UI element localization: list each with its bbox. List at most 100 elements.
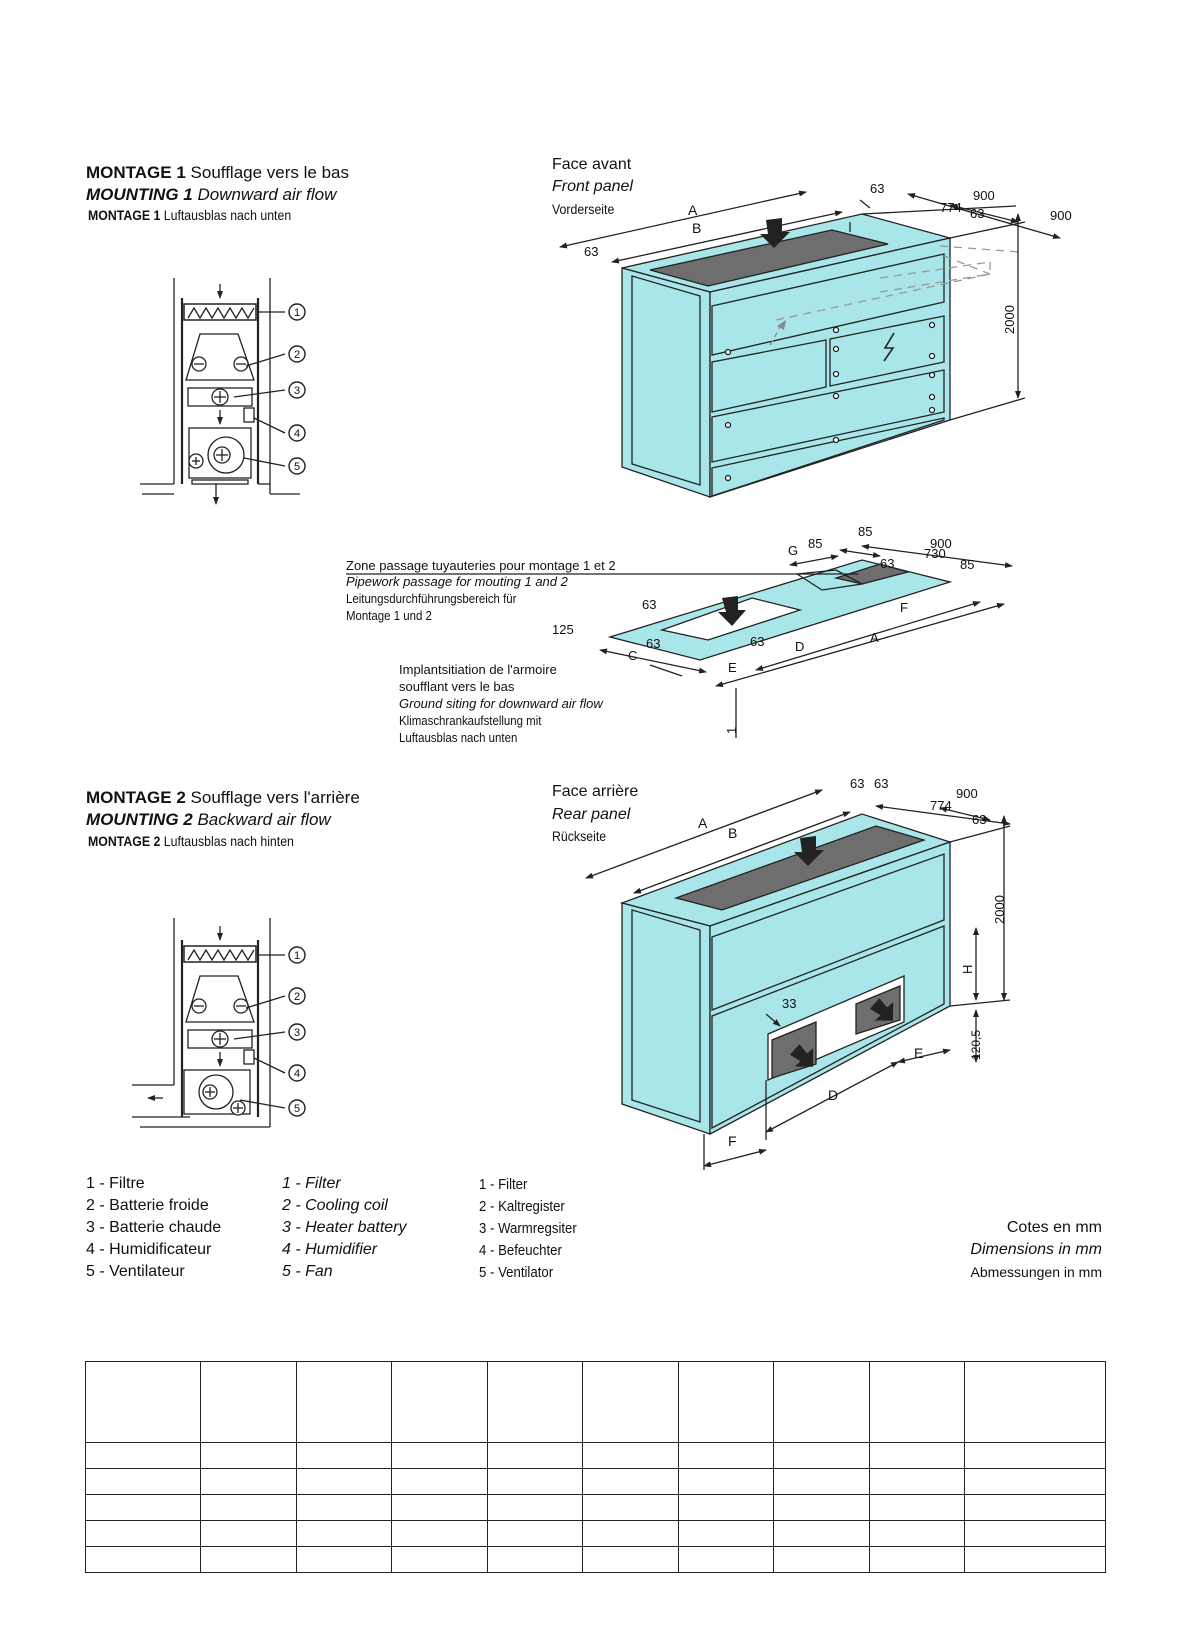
legend-item: 1 - Filter xyxy=(282,1175,341,1192)
rear-dimension-labels: A B 63 63 774 900 63 2000 H 120,5 33 D E… xyxy=(698,776,1007,1149)
legend-en: 1 - Filter 2 - Cooling coil 3 - Heater b… xyxy=(282,1173,407,1283)
dim-63: 63 xyxy=(750,634,764,649)
table-header-row xyxy=(85,1361,1106,1443)
dim-A: A xyxy=(688,202,698,218)
dim-D: D xyxy=(795,639,804,654)
schematic-mounting1 xyxy=(140,278,300,505)
dim-A: A xyxy=(870,630,879,645)
legend-item: 4 - Befeuchter xyxy=(479,1242,562,1259)
dim-E: E xyxy=(914,1045,923,1061)
callout-numbers: 1 2 3 4 5 1 2 3 4 5 xyxy=(294,307,300,1115)
dim-774: 774 xyxy=(930,798,952,813)
units-note: Cotes en mm Dimensions in mm Abmessungen… xyxy=(970,1217,1102,1283)
callout-4 xyxy=(288,1064,306,1082)
legend-item: 1 - Filter xyxy=(479,1176,528,1193)
units-en: Dimensions in mm xyxy=(970,1241,1102,1258)
ground-label-fr1: Implantsitiation de l'armoire xyxy=(399,662,557,677)
dim-63: 63 xyxy=(874,776,888,791)
dim-F: F xyxy=(900,600,908,615)
dim-120-5: 120,5 xyxy=(969,1030,983,1060)
callouts-mounting2 xyxy=(288,946,306,1117)
dim-B: B xyxy=(728,825,737,841)
legend-item: 3 - Warmregsiter xyxy=(479,1220,577,1237)
dim-730: 730 xyxy=(924,546,946,561)
callout-num: 4 xyxy=(294,428,300,440)
legend-de: 1 - Filter 2 - Kaltregister 3 - Warmregs… xyxy=(479,1174,577,1284)
mounting2-title-de: MONTAGE 2 Luftausblas nach hinten xyxy=(88,833,294,849)
table-row xyxy=(85,1520,1106,1547)
callout-num: 3 xyxy=(294,385,300,397)
table-row xyxy=(85,1468,1106,1495)
dim-63: 63 xyxy=(972,812,986,827)
dim-H: H xyxy=(960,965,975,974)
legend-item: 3 - Heater battery xyxy=(282,1219,407,1236)
callout-4 xyxy=(288,424,306,442)
dim-85: 85 xyxy=(960,557,974,572)
pipework-label-de1: Leitungsdurchführungsbereich für xyxy=(346,591,517,606)
callout-num: 5 xyxy=(294,461,300,473)
callout-2 xyxy=(288,345,306,363)
callout-num: 5 xyxy=(294,1103,300,1115)
dim-85: 85 xyxy=(808,536,822,551)
table-row xyxy=(85,1442,1106,1469)
dim-774: 774 xyxy=(940,200,962,215)
dim-1: 1 xyxy=(724,727,739,734)
pipework-label-fr: Zone passage tuyauteries pour montage 1 … xyxy=(346,558,616,573)
front-dimension-labels: A B 63 63 774 63 900 900 2000 xyxy=(584,181,1072,334)
rear-cabinet xyxy=(585,789,1011,1170)
dim-C: C xyxy=(628,648,637,663)
dim-63: 63 xyxy=(880,556,894,571)
dim-63: 63 xyxy=(970,206,984,221)
dimension-table xyxy=(85,1361,1106,1573)
dim-63: 63 xyxy=(850,776,864,791)
dim-F: F xyxy=(728,1133,737,1149)
front-cabinet xyxy=(559,190,1061,498)
ground-label-fr2: soufflant vers le bas xyxy=(399,679,515,694)
callout-1 xyxy=(288,303,306,321)
dim-A: A xyxy=(698,815,708,831)
callout-1 xyxy=(288,946,306,964)
dim-900: 900 xyxy=(973,188,995,203)
dim-D: D xyxy=(828,1087,838,1103)
ground-label-en: Ground siting for downward air flow xyxy=(399,696,603,711)
callout-3 xyxy=(288,1023,306,1041)
units-fr: Cotes en mm xyxy=(1006,1219,1102,1236)
legend-item: 4 - Humidificateur xyxy=(86,1241,212,1258)
callout-2 xyxy=(288,987,306,1005)
plan-dimension-labels: G 85 85 900 730 85 63 63 63 63 125 C D E… xyxy=(552,524,974,734)
ground-label-de2: Luftausblas nach unten xyxy=(399,730,518,745)
callout-num: 1 xyxy=(294,950,300,962)
mounting1-title-en: MOUNTING 1 Downward air flow xyxy=(86,185,337,204)
dim-125: 125 xyxy=(552,622,574,637)
dim-33: 33 xyxy=(782,996,796,1011)
legend-item: 5 - Ventilator xyxy=(479,1264,554,1281)
schematic-mounting2 xyxy=(132,918,286,1128)
callout-3 xyxy=(288,381,306,399)
callout-num: 1 xyxy=(294,307,300,319)
legend-item: 2 - Kaltregister xyxy=(479,1198,565,1215)
units-de: Abmessungen in mm xyxy=(970,1264,1102,1280)
dim-900: 900 xyxy=(956,786,978,801)
legend-item: 2 - Cooling coil xyxy=(282,1197,388,1214)
mounting2-title-fr: MONTAGE 2 Soufflage vers l'arrière xyxy=(86,788,360,807)
callout-5 xyxy=(288,457,306,475)
dim-900: 900 xyxy=(930,536,952,551)
legend-item: 1 - Filtre xyxy=(86,1175,145,1192)
callout-num: 3 xyxy=(294,1027,300,1039)
callouts-mounting1 xyxy=(288,303,306,475)
dim-B: B xyxy=(692,220,701,236)
mounting2-title-en: MOUNTING 2 Backward air flow xyxy=(86,810,331,829)
dim-63: 63 xyxy=(642,597,656,612)
dim-G: G xyxy=(788,543,798,558)
callout-num: 4 xyxy=(294,1068,300,1080)
plan-view xyxy=(346,543,1013,738)
table-row xyxy=(85,1546,1106,1573)
mounting1-title-de: MONTAGE 1 Luftausblas nach unten xyxy=(88,207,292,223)
ground-label-de1: Klimaschrankaufstellung mit xyxy=(399,713,542,728)
legend-item: 4 - Humidifier xyxy=(282,1241,378,1258)
dim-2000: 2000 xyxy=(992,895,1007,924)
dim-900: 900 xyxy=(1050,208,1072,223)
pipework-label-en: Pipework passage for mouting 1 and 2 xyxy=(346,574,568,589)
legend-item: 5 - Ventilateur xyxy=(86,1263,185,1280)
